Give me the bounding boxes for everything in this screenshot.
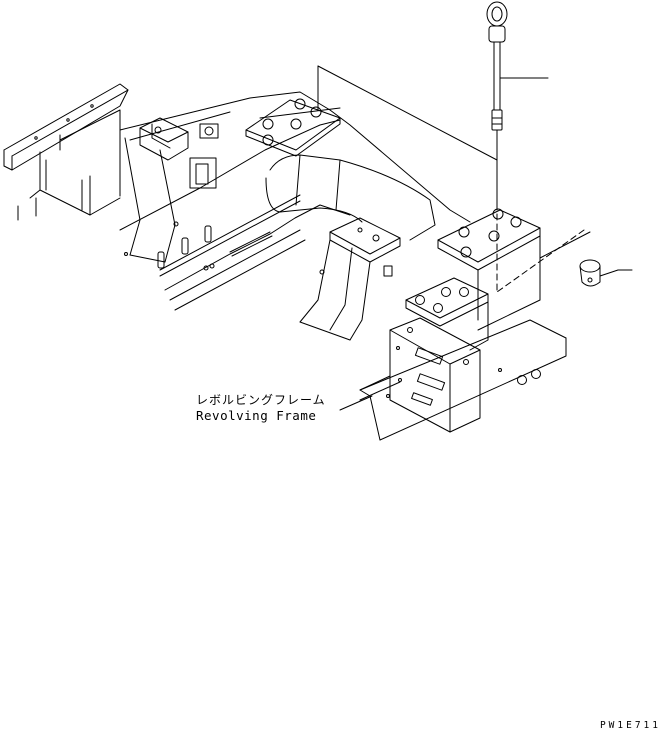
reference-lines [317,65,498,201]
left-beam [3,83,129,221]
frame-label-english: Revolving Frame [196,408,317,423]
frame-label-japanese: レボルビングフレーム [196,393,326,407]
bracket-upper-left [124,117,219,263]
mounting-plate-top [245,98,341,157]
mounting-plate-front [405,277,489,351]
drawing-code: PW1E711 [599,720,661,731]
rail-slots [124,221,273,271]
cap-bolt-part [496,229,633,293]
eyebolt-part [486,1,549,291]
center-bracket-stand [299,217,401,341]
lower-box [389,317,481,433]
bottom-beam [339,319,567,441]
top-deck [119,91,471,311]
center-cutout [189,154,436,241]
